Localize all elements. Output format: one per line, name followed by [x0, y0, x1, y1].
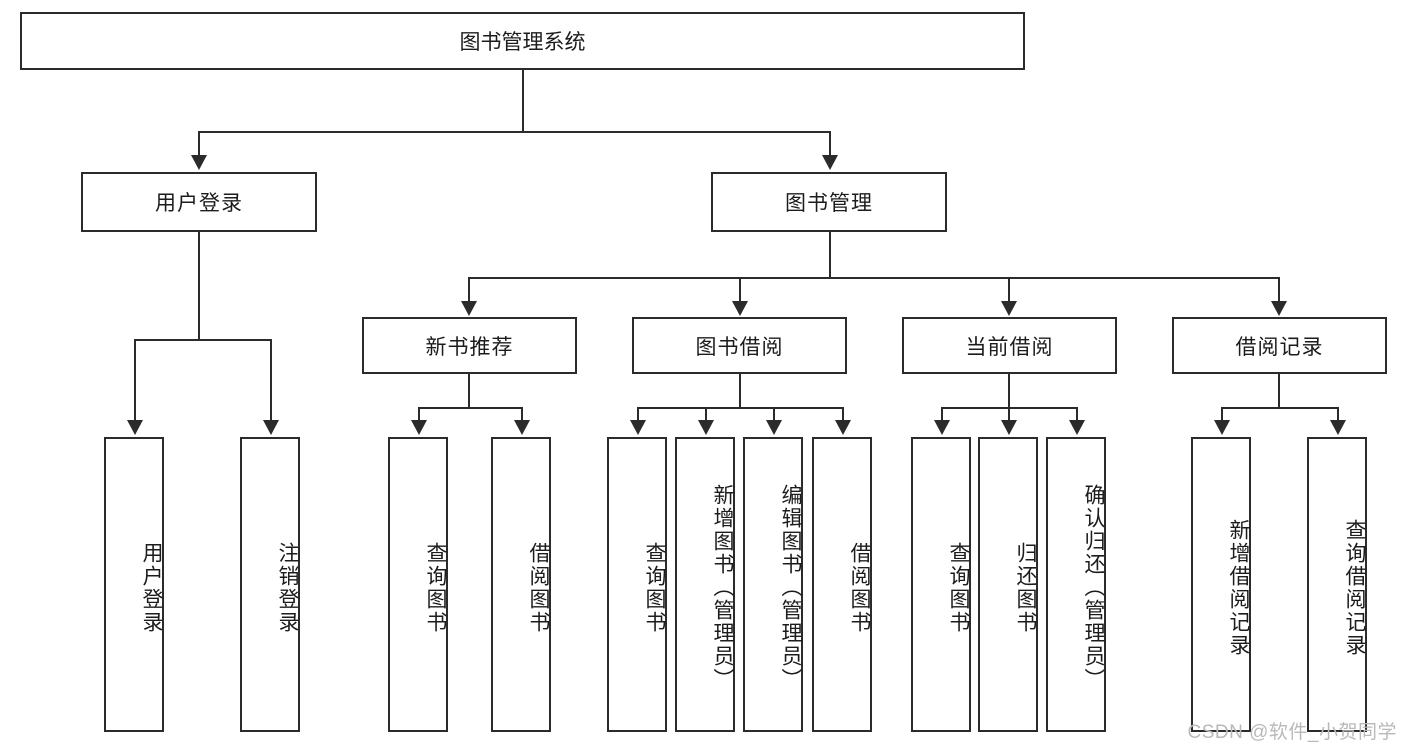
connector-user-login-drop-1: [134, 339, 136, 421]
connector-nbr-drop-1: [418, 407, 420, 421]
connector-bm-to-book-borrow: [739, 277, 741, 302]
node-book-manage-label: 图书管理: [785, 192, 873, 215]
node-leaf-query-book-2[interactable]: 查询图书: [607, 437, 667, 732]
arrowhead-bb-leaf-4: [835, 420, 851, 435]
connector-user-login-drop-2: [270, 339, 272, 421]
arrowhead-nbr-leaf-2: [514, 420, 530, 435]
node-leaf-query-book-3-label: 查询图书: [947, 541, 970, 634]
connector-bb-drop-1: [637, 407, 639, 421]
connector-bm-to-new-book: [468, 277, 470, 302]
node-leaf-borrow-book-2[interactable]: 借阅图书: [812, 437, 872, 732]
node-leaf-confirm-return-label: 确认归还（管理员）: [1082, 484, 1105, 691]
arrowhead-user-login-leaf-1: [127, 420, 143, 435]
connector-br-stem: [1278, 374, 1280, 408]
connector-bb-drop-3: [773, 407, 775, 421]
node-leaf-edit-book-label: 编辑图书（管理员）: [779, 484, 802, 691]
arrowhead-cb-leaf-1: [934, 420, 950, 435]
arrowhead-cb-leaf-3: [1069, 420, 1085, 435]
connector-cb-drop-3: [1076, 407, 1078, 421]
connector-root-stem: [522, 70, 524, 132]
node-leaf-add-book[interactable]: 新增图书（管理员）: [675, 437, 735, 732]
arrowhead-br-leaf-1: [1214, 420, 1230, 435]
connector-bb-stem: [739, 374, 741, 408]
connector-bm-to-current-borrow: [1008, 277, 1010, 302]
node-root-label: 图书管理系统: [459, 31, 586, 54]
node-new-book-recommend[interactable]: 新书推荐: [362, 317, 577, 374]
connector-cb-stem: [1008, 374, 1010, 408]
node-leaf-query-book-1-label: 查询图书: [424, 541, 447, 634]
connector-bb-bus: [637, 407, 843, 409]
arrowhead-bb-leaf-1: [630, 420, 646, 435]
node-user-login[interactable]: 用户登录: [81, 172, 317, 232]
node-leaf-query-book-2-label: 查询图书: [643, 541, 666, 634]
connector-nbr-stem: [468, 374, 470, 408]
node-user-login-label: 用户登录: [155, 192, 243, 215]
connector-bb-drop-4: [842, 407, 844, 421]
node-leaf-query-book-1[interactable]: 查询图书: [388, 437, 448, 732]
node-leaf-borrow-book-2-label: 借阅图书: [848, 541, 871, 634]
node-leaf-confirm-return[interactable]: 确认归还（管理员）: [1046, 437, 1106, 732]
node-leaf-add-record[interactable]: 新增借阅记录: [1191, 437, 1251, 732]
node-borrow-record-label: 借阅记录: [1235, 335, 1324, 359]
node-root-system[interactable]: 图书管理系统: [20, 12, 1025, 70]
connector-root-bus: [198, 131, 830, 133]
node-leaf-query-book-3[interactable]: 查询图书: [911, 437, 971, 732]
connector-book-manage-stem: [829, 232, 831, 278]
connector-br-drop-1: [1221, 407, 1223, 421]
node-leaf-user-login[interactable]: 用户登录: [104, 437, 164, 732]
arrowhead-cb-leaf-2: [1001, 420, 1017, 435]
arrowhead-nbr-leaf-1: [411, 420, 427, 435]
node-book-borrow-label: 图书借阅: [695, 335, 784, 359]
connector-br-drop-2: [1337, 407, 1339, 421]
arrowhead-bb-leaf-2: [698, 420, 714, 435]
node-leaf-logout-label: 注销登录: [276, 541, 299, 634]
connector-bm-to-borrow-record: [1278, 277, 1280, 302]
node-leaf-query-record[interactable]: 查询借阅记录: [1307, 437, 1367, 732]
arrowhead-bm-to-new-book: [461, 301, 477, 316]
connector-cb-drop-1: [941, 407, 943, 421]
connector-user-login-bus: [134, 339, 271, 341]
node-leaf-add-record-label: 新增借阅记录: [1227, 518, 1250, 657]
node-leaf-user-login-label: 用户登录: [140, 541, 163, 634]
arrowhead-bb-leaf-3: [766, 420, 782, 435]
connector-book-manage-bus: [468, 277, 1280, 279]
connector-nbr-drop-2: [521, 407, 523, 421]
node-leaf-query-record-label: 查询借阅记录: [1343, 518, 1366, 657]
node-current-borrow-label: 当前借阅: [965, 335, 1054, 359]
arrowhead-bm-to-book-borrow: [732, 301, 748, 316]
connector-cb-drop-2: [1008, 407, 1010, 421]
node-leaf-edit-book[interactable]: 编辑图书（管理员）: [743, 437, 803, 732]
arrowhead-bm-to-current-borrow: [1001, 301, 1017, 316]
node-leaf-return-book[interactable]: 归还图书: [978, 437, 1038, 732]
node-borrow-record[interactable]: 借阅记录: [1172, 317, 1387, 374]
connector-nbr-bus: [418, 407, 522, 409]
node-leaf-borrow-book-1[interactable]: 借阅图书: [491, 437, 551, 732]
arrowhead-root-to-user-login: [191, 155, 207, 170]
connector-root-to-user-login: [198, 131, 200, 156]
arrowhead-user-login-leaf-2: [263, 420, 279, 435]
node-current-borrow[interactable]: 当前借阅: [902, 317, 1117, 374]
connector-bb-drop-2: [705, 407, 707, 421]
connector-br-bus: [1221, 407, 1338, 409]
arrowhead-root-to-book-manage: [822, 155, 838, 170]
connector-user-login-stem: [198, 232, 200, 340]
node-book-manage[interactable]: 图书管理: [711, 172, 947, 232]
node-leaf-logout[interactable]: 注销登录: [240, 437, 300, 732]
arrowhead-br-leaf-2: [1330, 420, 1346, 435]
node-leaf-return-book-label: 归还图书: [1014, 541, 1037, 634]
node-leaf-add-book-label: 新增图书（管理员）: [711, 484, 734, 691]
node-leaf-borrow-book-1-label: 借阅图书: [527, 541, 550, 634]
node-new-book-recommend-label: 新书推荐: [425, 335, 514, 359]
connector-root-to-book-manage: [829, 131, 831, 156]
node-book-borrow[interactable]: 图书借阅: [632, 317, 847, 374]
arrowhead-bm-to-borrow-record: [1271, 301, 1287, 316]
